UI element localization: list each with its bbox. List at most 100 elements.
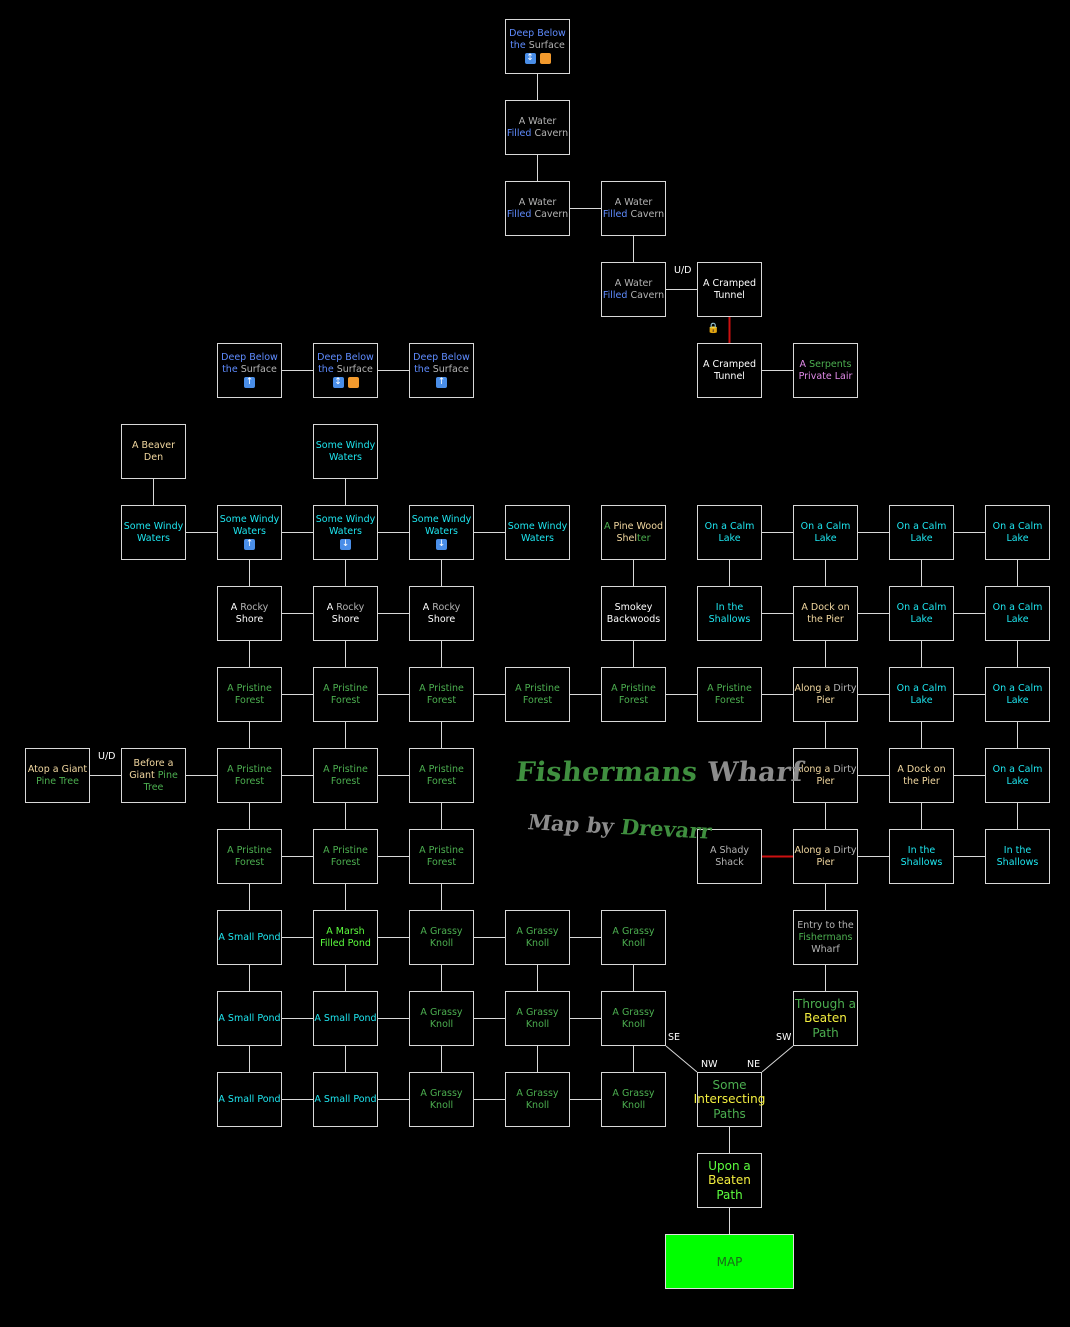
room-label-text: Forest bbox=[426, 775, 457, 787]
map-button[interactable]: MAP bbox=[665, 1234, 794, 1289]
room-label-line: Some Windy bbox=[508, 521, 567, 533]
room-label-line: Pier bbox=[817, 857, 835, 869]
room-label-text: In the bbox=[1003, 844, 1032, 856]
room-label-text: Forest bbox=[330, 856, 361, 868]
room-label-text: Shallows bbox=[996, 856, 1039, 868]
room-label-line: Shelter bbox=[616, 533, 650, 545]
room-label-text: Dirty bbox=[833, 682, 857, 694]
room-label-line: A Rocky bbox=[423, 602, 461, 614]
room-label-text: Forest bbox=[426, 694, 457, 706]
room-r68[interactable]: A Small Pond bbox=[313, 1072, 378, 1127]
room-label-text: Knoll bbox=[525, 1099, 550, 1111]
room-label-text: MAP bbox=[716, 1254, 743, 1269]
room-label-text: A Grassy bbox=[420, 925, 463, 937]
orange-square-icon bbox=[539, 53, 551, 65]
room-r67[interactable]: A Small Pond bbox=[217, 1072, 282, 1127]
room-label-text: Lake bbox=[718, 532, 741, 544]
room-label-line: A Rocky bbox=[327, 602, 365, 614]
room-label-text: A Pristine bbox=[323, 844, 368, 856]
room-label-line: Forest bbox=[331, 695, 360, 707]
down-arrow-icon: ↓ bbox=[436, 539, 447, 551]
room-r55[interactable]: A Small Pond bbox=[217, 910, 282, 965]
room-label-text: the bbox=[318, 364, 337, 376]
room-label-line: On a Calm bbox=[993, 521, 1043, 533]
room-label-text: Forest bbox=[234, 856, 265, 868]
room-label-text: Forest bbox=[330, 775, 361, 787]
room-label-text: A Grassy bbox=[516, 925, 559, 937]
room-r62[interactable]: A Small Pond bbox=[313, 991, 378, 1046]
room-r61[interactable]: A Small Pond bbox=[217, 991, 282, 1046]
room-label-text: A bbox=[799, 358, 810, 370]
